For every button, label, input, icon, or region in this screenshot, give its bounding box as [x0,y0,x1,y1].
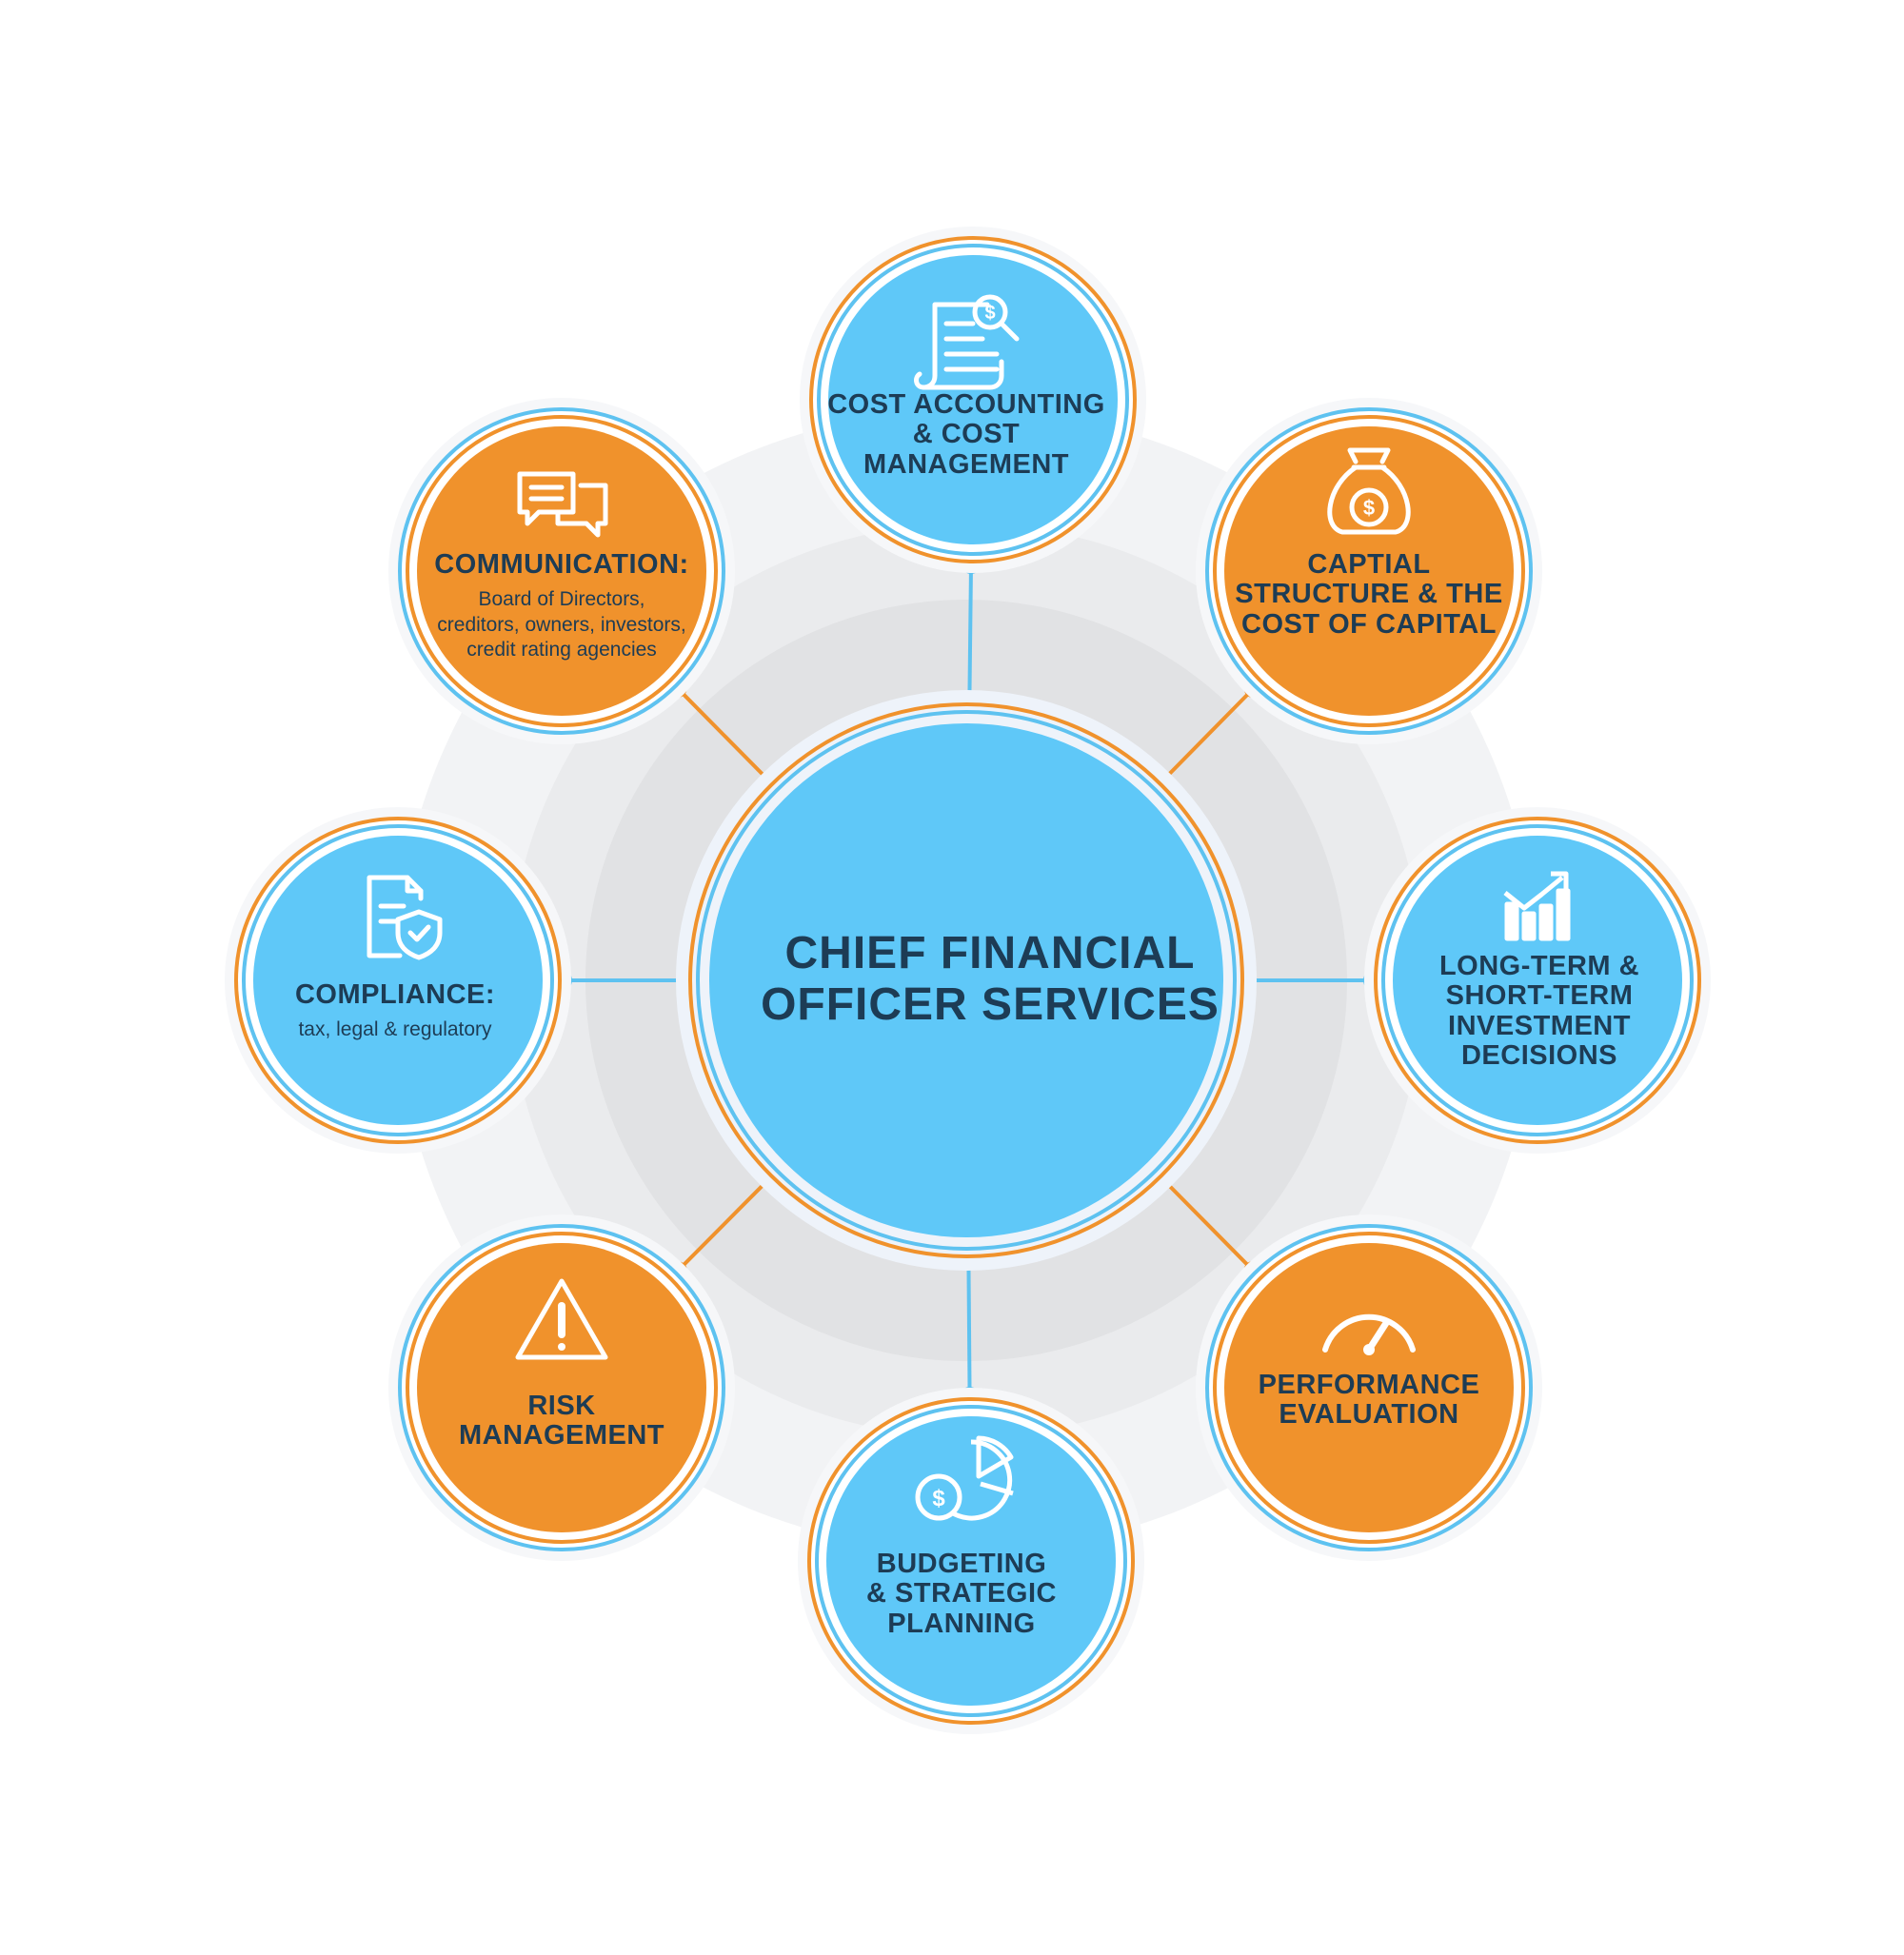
center-title: CHIEF FINANCIAL OFFICER SERVICES [724,928,1257,1031]
center-title-line2: OFFICER SERVICES [761,978,1220,1030]
gauge-icon [1322,1313,1416,1355]
connector-cost-accounting [967,563,974,705]
budgeting-title-line2: & STRATEGIC [866,1578,1057,1609]
warning-icon [515,1278,608,1360]
center-title-line1: CHIEF FINANCIAL [784,928,1196,978]
node-inner-ring-budgeting [815,1405,1127,1717]
node-core-capital-structure [1224,426,1514,716]
node-inner-ring-compliance [242,824,554,1136]
pie-chart-dollar-icon: $ [915,1435,1014,1521]
node-core-budgeting [826,1416,1116,1706]
communication-subtitle-line1: Board of Directors, [478,588,645,611]
performance-title-line2: EVALUATION [1279,1399,1459,1431]
svg-text:$: $ [1363,496,1375,520]
node-core-performance-evaluation [1224,1243,1514,1532]
node-circle-investment-decisions [1364,807,1711,1154]
investment-title-line2: SHORT-TERM [1445,980,1634,1012]
node-core-risk-management [417,1243,706,1532]
communication-subtitle-line3: credit rating agencies [466,638,657,661]
hub-core [709,723,1223,1237]
connector-risk-management [675,1175,774,1274]
node-circle-compliance [225,807,571,1154]
connector-capital-structure [1158,686,1256,785]
growth-chart-icon [1503,871,1571,941]
capital-structure-title-line2: STRUCTURE & THE [1235,579,1503,610]
node-budgeting[interactable]: BUDGETING & STRATEGIC PLANNING [819,1549,1104,1639]
svg-text:$: $ [984,303,995,324]
investment-title-line1: LONG-TERM & [1438,951,1640,981]
node-circle-communication [388,398,735,744]
node-core-compliance [253,836,543,1125]
node-core-cost-accounting [828,255,1118,544]
communication-title: COMMUNICATION: [434,549,689,580]
node-inner-ring-risk-management [406,1232,718,1544]
cost-accounting-title-line1: COST ACCOUNTING [827,389,1105,420]
node-inner-ring-communication [406,415,718,727]
connector-communication [675,685,774,786]
node-core-investment-decisions [1393,836,1682,1125]
node-circle-performance-evaluation [1196,1214,1542,1561]
cost-accounting-title-line3: MANAGEMENT [863,448,1070,480]
node-inner-ring-cost-accounting [817,244,1129,556]
risk-title-line2: MANAGEMENT [458,1420,665,1451]
node-risk-management[interactable]: RISK MANAGEMENT [419,1391,704,1451]
node-inner-ring-capital-structure [1213,415,1525,727]
icons-group: $ $ $ [367,294,1571,1521]
node-investment-decisions[interactable]: LONG-TERM & SHORT-TERM INVESTMENT DECISI… [1397,951,1682,1071]
node-core-communication [417,426,706,716]
node-capital-structure[interactable]: CAPTIAL STRUCTURE & THE COST OF CAPITAL [1221,549,1517,640]
connector-performance-evaluation [1159,1175,1256,1274]
capital-structure-title-line3: COST OF CAPITAL [1241,608,1497,640]
capital-structure-title-line1: CAPTIAL [1307,549,1431,580]
cost-accounting-title-line2: & COST [912,419,1021,450]
node-circle-cost-accounting [800,227,1146,573]
budgeting-title-line1: BUDGETING [876,1549,1047,1579]
node-performance-evaluation[interactable]: PERFORMANCE EVALUATION [1221,1370,1517,1431]
compliance-subtitle: tax, legal & regulatory [298,1018,492,1041]
hub-blue-ring [696,710,1237,1251]
node-inner-ring-performance-evaluation [1213,1232,1525,1544]
receipt-search-icon: $ [914,294,1020,390]
node-communication[interactable]: COMMUNICATION: Board of Directors, credi… [409,549,714,662]
node-cost-accounting[interactable]: COST ACCOUNTING & COST MANAGEMENT [819,389,1114,480]
connector-budgeting [966,1255,972,1398]
node-circle-risk-management [388,1214,735,1561]
hub-orange-ring [688,702,1244,1258]
svg-text:$: $ [932,1486,945,1511]
node-compliance[interactable]: COMPLIANCE: tax, legal & regulatory [252,979,538,1043]
node-inner-ring-investment-decisions [1381,824,1694,1136]
investment-title-line3: INVESTMENT [1448,1010,1631,1041]
performance-title-line1: PERFORMANCE [1258,1370,1480,1400]
money-bag-icon: $ [1327,447,1411,535]
chat-bubbles-icon [517,471,608,538]
node-circle-budgeting [798,1388,1144,1734]
central-hub [676,690,1257,1271]
investment-title-line4: DECISIONS [1460,1039,1618,1071]
risk-title-line1: RISK [527,1391,596,1421]
document-shield-icon [367,875,443,960]
nodes-group [225,227,1711,1734]
communication-subtitle-line2: creditors, owners, investors, [437,613,686,636]
node-circle-capital-structure [1196,398,1542,744]
budgeting-title-line3: PLANNING [887,1608,1036,1639]
compliance-title: COMPLIANCE: [294,979,496,1010]
